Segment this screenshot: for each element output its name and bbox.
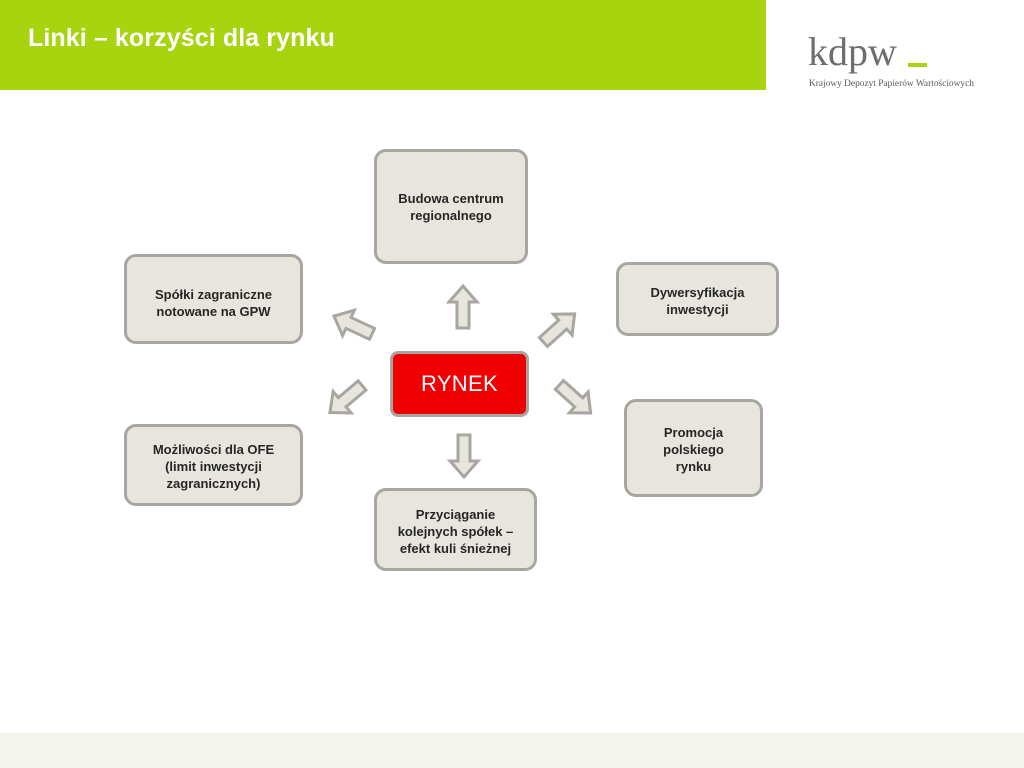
- arrow-down-left: [319, 373, 373, 425]
- arrow-up-right: [532, 302, 586, 354]
- logo-wordmark: kdpw: [808, 29, 897, 74]
- logo-accent-bar: [908, 63, 927, 67]
- logo-tagline: Krajowy Depozyt Papierów Wartościowych: [809, 79, 974, 89]
- node-promocja-rynku: Promocja polskiego rynku: [624, 399, 763, 497]
- node-spolki-zagraniczne: Spółki zagraniczne notowane na GPW: [124, 254, 303, 344]
- header-band: [0, 0, 766, 90]
- node-mozliwosci-ofe: Możliwości dla OFE (limit inwestycji zag…: [124, 424, 303, 506]
- center-node-rynek: RYNEK: [390, 351, 529, 417]
- arrow-up-left: [326, 301, 380, 349]
- arrow-down-right: [548, 373, 602, 425]
- page-title: Linki – korzyści dla rynku: [28, 24, 335, 52]
- arrow-up: [447, 284, 479, 330]
- node-przyciaganie-spolek: Przyciąganie kolejnych spółek – efekt ku…: [374, 488, 537, 571]
- node-dywersyfikacja: Dywersyfikacja inwestycji: [616, 262, 779, 336]
- footer-band: [0, 733, 1024, 768]
- kdpw-logo: kdpw Krajowy Depozyt Papierów Wartościow…: [808, 32, 998, 102]
- node-budowa-centrum: Budowa centrum regionalnego: [374, 149, 528, 264]
- arrow-down: [448, 433, 480, 479]
